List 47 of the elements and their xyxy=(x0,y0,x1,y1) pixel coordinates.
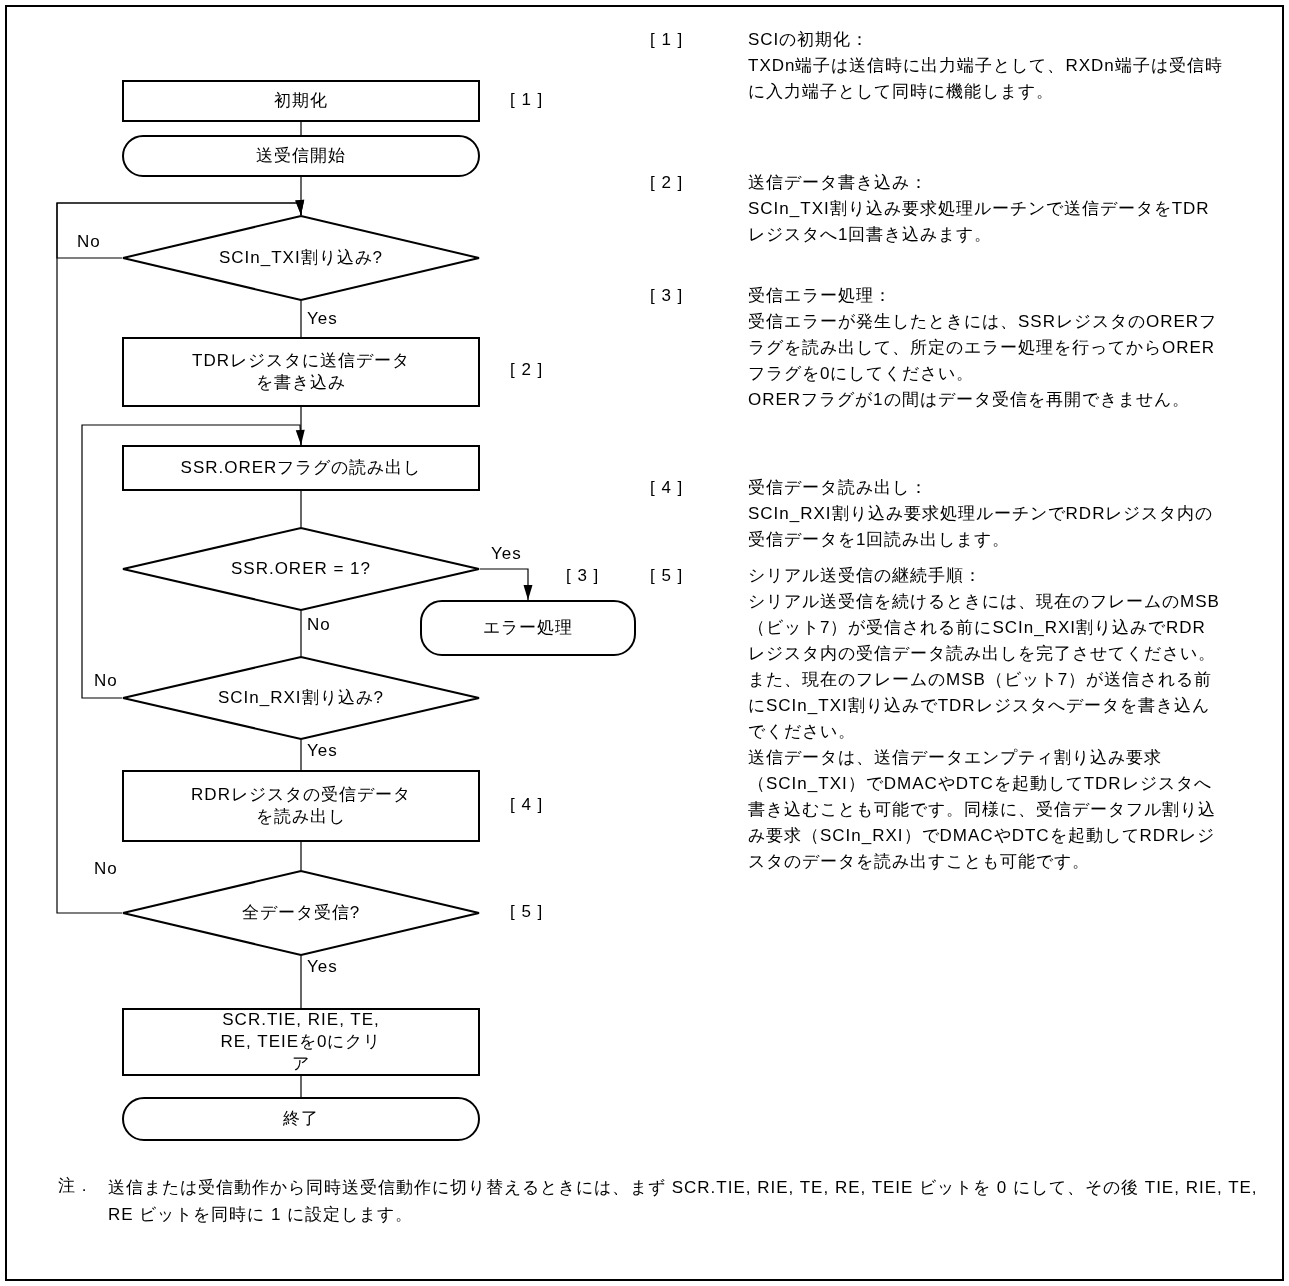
arrow xyxy=(81,424,305,699)
connector-line xyxy=(300,955,302,1009)
note-number: [ 1 ] xyxy=(650,29,684,51)
note-text: 受信エラーが発生したときには、SSRレジスタのORERフラグを読み出して、所定のエラー処理を行ってからORERフラグを0にしてください。 xyxy=(748,311,1219,385)
note-text: SCIn_TXI割り込み要求処理ルーチンで送信データをTDRレジスタへ1回書き込みます。 xyxy=(748,198,1211,246)
note-heading: SCIの初期化： xyxy=(748,29,871,51)
footnote-text: 送信または受信動作から同時送受信動作に切り替えるときには、まず SCR.TIE, RIE, TE, RE, TEIE ビットを 0 にして、その後 TIE, RIE, TE, RE ビットを同時に 1 に設定します。 xyxy=(108,1177,1259,1226)
note-number: [ 2 ] xyxy=(650,172,684,194)
note-number: [ 3 ] xyxy=(650,285,684,307)
step-number: [ 1 ] xyxy=(510,90,544,110)
note-heading: 受信エラー処理： xyxy=(748,285,893,307)
connector-line xyxy=(300,300,302,338)
note-number: [ 5 ] xyxy=(650,565,684,587)
connector-line xyxy=(300,739,302,771)
note-number: [ 4 ] xyxy=(650,477,684,499)
decision-diamond: SCIn_RXI割り込み? xyxy=(122,656,480,740)
terminal-box: エラー処理 xyxy=(420,600,636,656)
terminal-box: 終了 xyxy=(122,1097,480,1141)
decision-diamond: SCIn_TXI割り込み? xyxy=(122,215,480,301)
step-number: [ 3 ] xyxy=(566,566,600,586)
note-text: SCIn_RXI割り込み要求処理ルーチンでRDRレジスタ内の受信データを1回読み出します。 xyxy=(748,503,1215,551)
note-text: ORERフラグが1の間はデータ受信を再開できません。 xyxy=(748,389,1191,411)
process-box: SSR.ORERフラグの読み出し xyxy=(122,445,480,491)
connector-line xyxy=(300,490,302,528)
note-text: シリアル送受信を続けるときには、現在のフレームのMSB（ビット7）が受信される前にSCIn_RXI割り込みでRDRレジスタ内の受信データ読み出しを完了させてください。また、現在のフレームのMSB（ビット7）が送信される前にSCIn_TXI割り込みでTDRレジスタへデータを書き込んでください。 xyxy=(748,591,1221,743)
step-number: [ 4 ] xyxy=(510,795,544,815)
connector-line xyxy=(300,1075,302,1098)
process-box: 初期化 xyxy=(122,80,480,122)
connector-line xyxy=(300,121,302,136)
note-text: TXDn端子は送信時に出力端子として、RXDn端子は受信時に入力端子として同時に機能します。 xyxy=(748,55,1223,103)
connector-line xyxy=(300,610,302,657)
footnote-mark: 注 . xyxy=(58,1175,88,1197)
decision-diamond: 全データ受信? xyxy=(122,870,480,956)
note-heading: 受信データ読み出し： xyxy=(748,477,929,499)
process-box: SCR.TIE, RIE, TE, RE, TEIEを0にクリア xyxy=(122,1008,480,1076)
step-number: [ 2 ] xyxy=(510,360,544,380)
process-box: RDRレジスタの受信データを読み出し xyxy=(122,770,480,842)
process-box: TDRレジスタに送信データを書き込み xyxy=(122,337,480,407)
arrow xyxy=(56,199,305,914)
note-heading: 送信データ書き込み： xyxy=(748,172,929,194)
step-number: [ 5 ] xyxy=(510,902,544,922)
arrow xyxy=(479,568,533,601)
connector-line xyxy=(300,841,302,871)
terminal-box: 送受信開始 xyxy=(122,135,480,177)
decision-diamond: SSR.ORER = 1? xyxy=(122,527,480,611)
note-text: 送信データは、送信データエンプティ割り込み要求（SCIn_TXI）でDMACやDTCを起動してTDRレジスタへ書き込むことも可能です。同様に、受信データフル割り込み要求（SCIn_RXI）でDMACやDTCを起動してRDRレジスタのデータを読み出すことも可能です。 xyxy=(748,747,1217,873)
note-heading: シリアル送受信の継続手順： xyxy=(748,565,983,587)
